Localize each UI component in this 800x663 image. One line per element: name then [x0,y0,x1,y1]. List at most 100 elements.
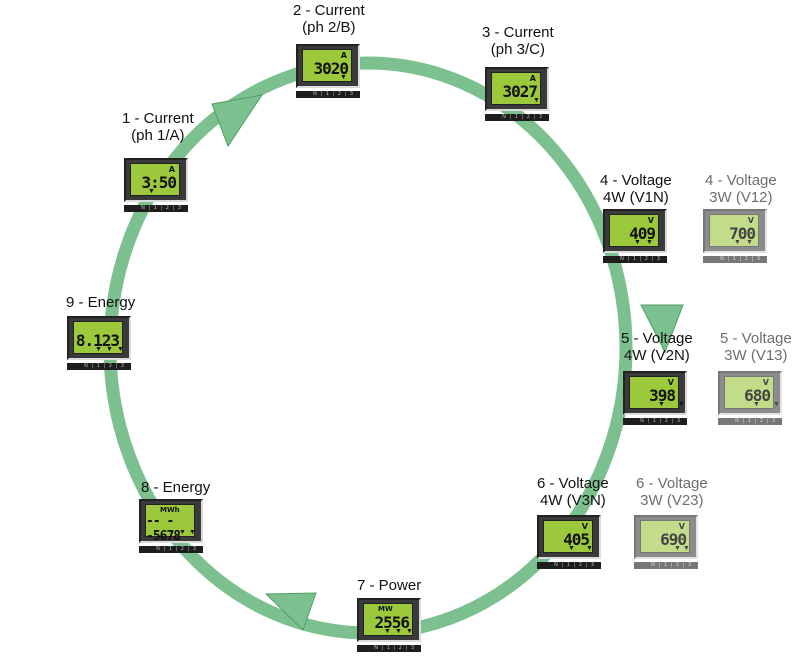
meter-step-5-alt: V 680 ▼ ▼ N | 1 | 2 | 3 [718,371,782,427]
meter-step-4: V 409 ▼ ▼ N | 1 | 2 | 3 [603,209,667,265]
step-4-alt-subtitle: 3W (V12) [709,189,773,206]
step-4-alt-title: 4 - Voltage [705,172,777,189]
arrow-head-icon [211,94,264,148]
reading-value: -- --5678 [146,514,181,544]
phase-strip: N | 1 | 2 | 3 [603,256,667,263]
meter-step-9: 8.123 ▼ ▼ ▼ N | 1 | 2 | 3 [67,316,131,372]
arrow-head-icon [264,592,317,631]
step-5-alt-subtitle: 3W (V13) [724,347,788,364]
meter-step-1: A 3:50 ▼ N | 1 | 2 | 3 [124,158,188,214]
phase-marker-icon: ▼ [106,346,113,353]
phase-marker-icon: ▼ [586,545,593,552]
step-5-label: 5 - Voltage 4W (V2N) [621,330,693,364]
phase-marker-icon: ▼ [773,401,780,408]
phase-strip: N | 1 | 2 | 3 [139,546,203,553]
step-7-title: 7 - Power [357,577,422,594]
meter-step-6: V 405 ▼ ▼ N | 1 | 2 | 3 [537,515,601,571]
phase-marker-icon: ▼ [168,529,175,536]
unit-label: A [529,74,536,83]
phase-marker-icon: ▼ [634,239,641,246]
meter-step-2: A 3020 ▼ N | 1 | 2 | 3 [296,44,360,100]
unit-label: MW [378,605,393,613]
phase-marker-icon: ▼ [179,529,186,536]
reading-value: 405 [563,530,590,549]
step-3-title: 3 - Current [482,24,554,41]
step-3-subtitle: (ph 3/C) [490,41,545,58]
step-6-label: 6 - Voltage 4W (V3N) [537,475,609,509]
step-8-title: 8 - Energy [141,479,211,496]
step-2-subtitle: (ph 2/B) [302,19,356,36]
unit-label: A [168,165,175,174]
lcd-screen: A 3020 ▼ [302,49,352,82]
phase-marker-icon: ▼ [658,401,665,408]
phase-strip: N | 1 | 2 | 3 [623,418,687,425]
lcd-screen: MWh -- --5678 ▼ ▼ ▼ [145,504,196,544]
unit-label: V [581,522,588,531]
phase-strip: N | 1 | 2 | 3 [485,114,549,121]
step-9-label: 9 - Energy [66,294,135,311]
phase-marker-icon: ▼ [148,188,155,195]
reading-value: 3:50 [141,173,177,192]
lcd-screen: 8.123 ▼ ▼ ▼ [73,321,124,354]
lcd-screen: V 700 ▼ ▼ [709,214,759,247]
phase-marker-icon: ▼ [95,346,102,353]
phase-marker-icon: ▼ [384,628,391,635]
phase-marker-icon: ▼ [678,401,685,408]
unit-label: A [340,51,347,60]
step-6-alt-title: 6 - Voltage [636,475,708,492]
phase-strip: N | 1 | 2 | 3 [296,91,360,98]
phase-strip: N | 1 | 2 | 3 [124,205,188,212]
step-2-label: 2 - Current (ph 2/B) [293,2,365,36]
step-6-title: 6 - Voltage [537,475,609,492]
phase-marker-icon: ▼ [395,628,402,635]
lcd-screen: V 398 ▼ ▼ [629,376,685,409]
lcd-screen: A 3:50 ▼ [130,163,180,196]
phase-marker-icon: ▼ [340,74,347,81]
meter-step-3: A 3027 ▼ N | 1 | 2 | 3 [485,67,549,123]
phase-marker-icon: ▼ [734,239,741,246]
step-2-title: 2 - Current [293,2,365,19]
lcd-screen: MW 2556 ▼ ▼ ▼ [363,603,413,636]
unit-label: V [747,216,754,225]
step-9-title: 9 - Energy [66,294,136,311]
step-6-alt-label: 6 - Voltage 3W (V23) [636,475,708,509]
step-5-alt-title: 5 - Voltage [720,330,792,347]
step-1-label: 1 - Current (ph 1/A) [122,110,194,144]
meter-step-5: V 398 ▼ ▼ N | 1 | 2 | 3 [623,371,687,427]
phase-marker-icon: ▼ [746,239,753,246]
reading-value: 398 [649,386,676,405]
meter-step-7: MW 2556 ▼ ▼ ▼ N | 1 | 2 | 3 [357,598,421,654]
phase-marker-icon: ▼ [406,628,413,635]
phase-strip: N | 1 | 2 | 3 [357,645,421,652]
step-5-subtitle: 4W (V2N) [623,347,690,364]
meter-step-6-alt: V 690 ▼ ▼ N | 1 | 2 | 3 [634,515,698,571]
phase-marker-icon: ▼ [533,97,540,104]
phase-marker-icon: ▼ [753,401,760,408]
meter-step-4-alt: V 700 ▼ ▼ N | 1 | 2 | 3 [703,209,767,265]
lcd-screen: A 3027 ▼ [491,72,541,105]
phase-strip: N | 1 | 2 | 3 [537,562,601,569]
phase-marker-icon: ▼ [646,239,653,246]
unit-label: V [647,216,654,225]
reading-value: 690 [660,530,687,549]
reading-value: 700 [729,224,756,243]
step-1-subtitle: (ph 1/A) [131,127,185,144]
reading-value: 409 [629,224,656,243]
step-6-subtitle: 4W (V3N) [539,492,606,509]
phase-strip: N | 1 | 2 | 3 [718,418,782,425]
step-4-title: 4 - Voltage [600,172,672,189]
step-6-alt-subtitle: 3W (V23) [640,492,704,509]
step-8-label: 8 - Energy [141,479,210,496]
step-3-label: 3 - Current (ph 3/C) [482,24,554,58]
step-7-label: 7 - Power [357,577,421,594]
phase-marker-icon: ▼ [117,346,124,353]
phase-strip: N | 1 | 2 | 3 [703,256,767,263]
phase-marker-icon: ▼ [568,545,575,552]
reading-value: 8.123 [75,331,120,350]
meter-step-8: MWh -- --5678 ▼ ▼ ▼ N | 1 | 2 | 3 [139,499,203,555]
step-1-title: 1 - Current [122,110,194,127]
lcd-screen: V 405 ▼ ▼ [543,520,593,553]
phase-marker-icon: ▼ [683,545,690,552]
phase-strip: N | 1 | 2 | 3 [634,562,698,569]
step-4-label: 4 - Voltage 4W (V1N) [600,172,672,206]
